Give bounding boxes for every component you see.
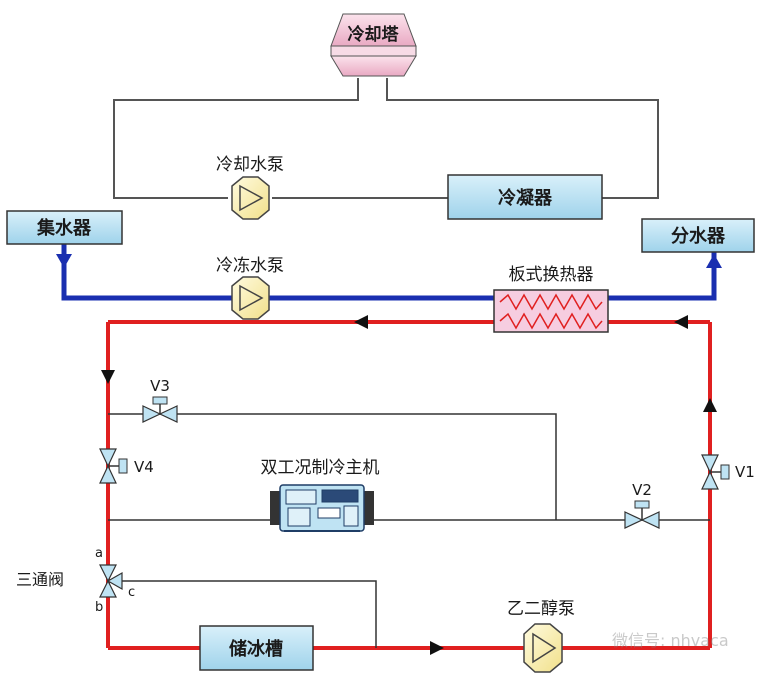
valve-v1-label: V1 (735, 463, 755, 481)
valve-v3-label: V3 (150, 377, 170, 395)
valve-v1-body (701, 470, 719, 490)
valve-v2-label: V2 (632, 481, 652, 499)
flow-arrow-icon (703, 398, 717, 412)
water-collector-label: 集水器 (36, 217, 92, 239)
ice-storage-tank[interactable]: 储冰槽 (199, 625, 314, 671)
valve-v4-actuator (118, 458, 128, 474)
three-way-valve-body (99, 564, 117, 583)
chilled-water-pump[interactable]: 冷冻水泵 (216, 256, 284, 320)
dual-mode-chiller[interactable]: 双工况制冷主机 (261, 458, 380, 532)
watermark: 微信号: nhvaca (612, 631, 729, 650)
plate-heat-exchanger-label: 板式换热器 (509, 265, 594, 285)
valve-v3-body (158, 405, 178, 423)
cooling-tower-label: 冷却塔 (348, 24, 400, 45)
condenser[interactable]: 冷凝器 (447, 174, 603, 220)
water-distributor[interactable]: 分水器 (641, 218, 755, 253)
chiller-evaporator (287, 507, 311, 527)
ice-tank-label: 储冰槽 (228, 638, 283, 660)
flow-arrow-icon (430, 641, 444, 655)
chiller-unit (317, 507, 341, 519)
valve-v4-body (99, 464, 117, 484)
valve-v2-body (640, 511, 660, 529)
exchanger-coil-icon (499, 293, 603, 311)
flow-arrow-icon (674, 315, 688, 329)
three-way-valve-body (99, 579, 117, 598)
port-b-label: b (95, 600, 103, 615)
valve-v1-actuator (720, 464, 730, 480)
dual-chiller-label: 双工况制冷主机 (261, 458, 380, 478)
branch-lines (108, 413, 710, 648)
cooling-water-pump-label: 冷却水泵 (216, 155, 284, 175)
cooling-pipe-right (386, 78, 659, 199)
chilled-water-pump-label: 冷冻水泵 (216, 256, 284, 276)
valve-v3[interactable]: V3 (142, 377, 178, 423)
valve-v1-body (701, 454, 719, 474)
distributor-arrow-icon (706, 254, 722, 268)
condenser-label: 冷凝器 (498, 187, 553, 209)
glycol-pump-arrow-icon (532, 632, 557, 664)
valve-v3-body (142, 405, 162, 423)
cooling-tower-band (330, 45, 417, 57)
chilled-water-line (56, 243, 722, 301)
cooling-pipe-left (113, 78, 359, 199)
water-collector[interactable]: 集水器 (6, 210, 123, 245)
collector-arrow-icon (56, 254, 72, 268)
plate-heat-exchanger-box (493, 289, 609, 333)
cooling-tower: 冷却塔 (330, 13, 417, 77)
glycol-loop (106, 320, 712, 650)
water-collector-box (6, 210, 123, 245)
valve-v2-actuator (634, 500, 650, 509)
valve-v4[interactable]: V4 (99, 448, 154, 484)
valve-v4-label: V4 (134, 458, 154, 476)
chiller-endcap (270, 491, 282, 525)
three-way-valve[interactable]: 三通阀 a b c (16, 546, 135, 615)
flow-arrow-icon (354, 315, 368, 329)
chiller-compressor (285, 489, 317, 505)
three-way-valve-label: 三通阀 (16, 570, 64, 589)
cooling-water-pump[interactable]: 冷却水泵 (216, 155, 284, 220)
glycol-flow-arrows (101, 315, 717, 655)
cooling-water-loop (113, 78, 659, 199)
valve-v1[interactable]: V1 (701, 454, 755, 490)
chilled-water-pump-arrow-icon (239, 284, 264, 312)
valve-v4-body (99, 448, 117, 468)
chiller-panel (321, 489, 359, 503)
three-way-valve-body (106, 571, 123, 591)
valve-v2-body (624, 511, 644, 529)
v3-bypass-line (108, 413, 557, 520)
condenser-box (447, 174, 603, 220)
chiller-endcap (362, 491, 374, 525)
three-way-c-line (118, 580, 377, 648)
water-distributor-box (641, 218, 755, 253)
valve-v3-actuator (152, 396, 168, 405)
cooling-water-pump-arrow-icon (239, 184, 264, 212)
port-c-label: c (128, 585, 135, 600)
flow-arrow-icon (101, 370, 115, 384)
water-distributor-label: 分水器 (671, 225, 726, 247)
glycol-pump-label: 乙二醇泵 (507, 599, 575, 619)
ice-tank-box (199, 625, 314, 671)
chiller-unit (343, 505, 359, 527)
port-a-label: a (95, 546, 103, 561)
valve-v2[interactable]: V2 (624, 481, 660, 529)
cooling-tower-base (330, 55, 417, 77)
exchanger-coil-icon (499, 312, 603, 330)
glycol-pump[interactable]: 乙二醇泵 (507, 599, 575, 673)
plate-heat-exchanger[interactable]: 板式换热器 (493, 265, 609, 333)
watermark-text: 微信号: nhvaca (612, 631, 729, 650)
